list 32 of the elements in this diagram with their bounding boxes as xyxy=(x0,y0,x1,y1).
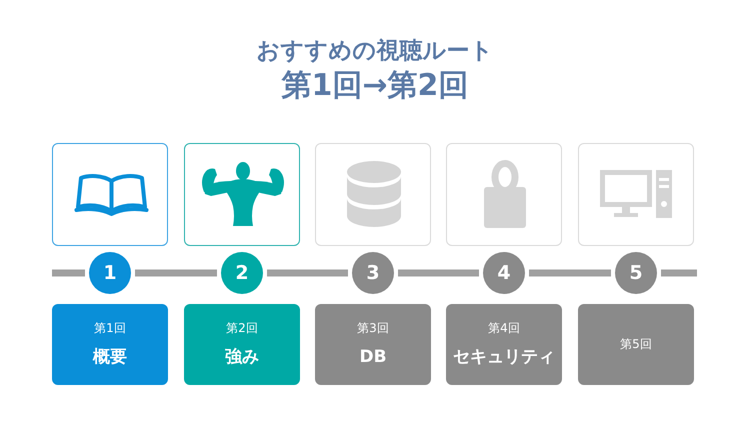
subtitle: 第1回→第2回 xyxy=(280,68,470,104)
timeline-segment xyxy=(398,270,479,276)
session-number: 第4回 xyxy=(488,321,520,336)
session-card xyxy=(315,304,431,385)
step-number-circle: 2 xyxy=(221,252,263,294)
title: おすすめの視聴ルート xyxy=(256,37,494,65)
icon-card xyxy=(578,143,694,246)
step-number-circle: 4 xyxy=(483,252,525,294)
icon-card xyxy=(52,143,168,246)
icon-card xyxy=(315,143,431,246)
session-card xyxy=(578,304,694,385)
session-title: 概要 xyxy=(93,347,127,368)
session-number: 第2回 xyxy=(226,321,258,336)
timeline-segment xyxy=(267,270,348,276)
session-title: セキュリティ xyxy=(453,347,555,368)
session-number: 第3回 xyxy=(357,321,389,336)
timeline-segment xyxy=(661,270,697,276)
icon-card xyxy=(184,143,300,246)
session-card xyxy=(446,304,562,385)
timeline-segment xyxy=(135,270,217,276)
session-title: DB xyxy=(359,347,387,368)
step-number-circle: 1 xyxy=(89,252,131,294)
timeline-segment xyxy=(529,270,611,276)
session-number: 第1回 xyxy=(94,321,126,336)
session-title: 強み xyxy=(225,347,259,368)
session-number: 第5回 xyxy=(620,337,652,352)
step-number-circle: 3 xyxy=(352,252,394,294)
icon-card xyxy=(446,143,562,246)
step-number-circle: 5 xyxy=(615,252,657,294)
session-card xyxy=(184,304,300,385)
session-card xyxy=(52,304,168,385)
timeline-segment xyxy=(52,270,85,276)
